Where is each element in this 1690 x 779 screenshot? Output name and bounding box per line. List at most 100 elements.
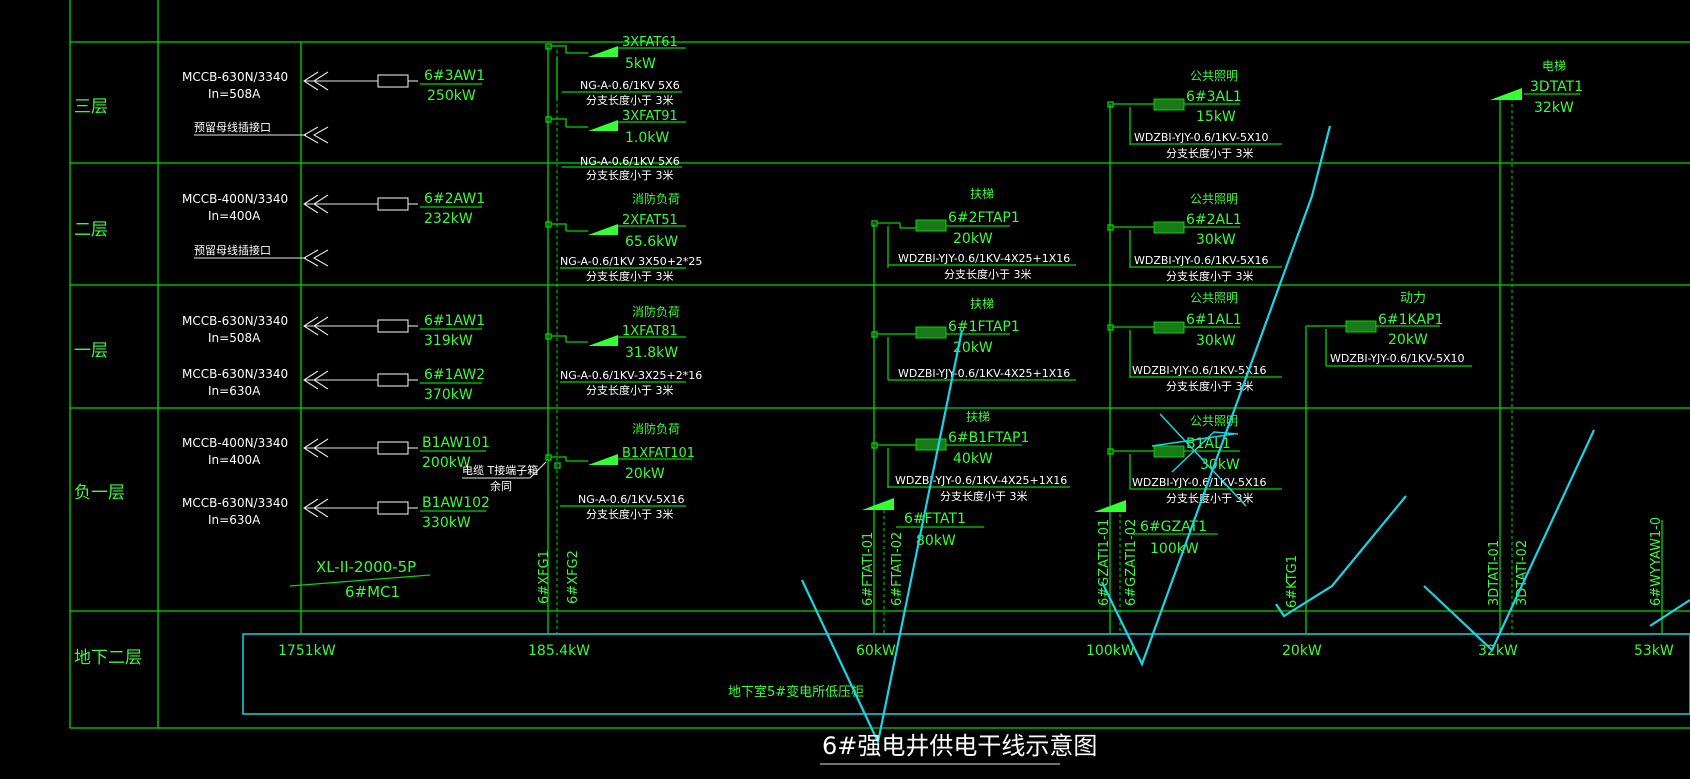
lighting-cable-spec: WDZBI-YJY-0.6/1KV-5X16	[1132, 364, 1266, 377]
lighting-box-power: 30kW	[1196, 333, 1236, 349]
public-lighting-label: 公共照明	[1190, 69, 1238, 83]
fire-box-power: 65.6kW	[625, 234, 678, 250]
escalator-box-name: 6#B1FTAP1	[948, 430, 1029, 446]
power-box-name: 6#1KAP1	[1378, 312, 1443, 328]
substation-cabinet-box	[242, 633, 1690, 715]
branch-length-note: 分支长度小于 3米	[1166, 379, 1254, 393]
distribution-box-symbol	[588, 46, 618, 57]
reserve-busway-label: 预留母线插接口	[194, 120, 271, 134]
fire-cable-spec: NG-A-0.6/1KV 5X6	[580, 155, 680, 168]
breaker-current: In=400A	[208, 209, 261, 223]
last-total-load: 53kW	[1634, 643, 1674, 659]
elevator-total-load: 32kW	[1478, 643, 1518, 659]
escalator-total-load: 60kW	[856, 643, 896, 659]
circuit-breaker-symbol	[1345, 320, 1377, 333]
fire-cable-spec: NG-A-0.6/1KV-5X16	[578, 493, 685, 506]
feeder-power: 319kW	[424, 333, 473, 349]
escalator-riser-1: 6#FTATI-01	[861, 532, 876, 606]
lighting-cable-spec: WDZBI-YJY-0.6/1KV-5X10	[1134, 131, 1268, 144]
breaker-current: In=630A	[208, 384, 261, 398]
feeder-name: 6#3AW1	[424, 68, 485, 84]
fire-total-load: 185.4kW	[528, 643, 590, 659]
feeder-name: 6#1AW2	[424, 367, 485, 383]
floor-labels: 三层 二层 一层 负一层 地下二层	[74, 97, 142, 668]
branch-length-note: 分支长度小于 3米	[586, 507, 674, 521]
fire-box-power: 1.0kW	[625, 130, 669, 146]
fire-box-power: 20kW	[625, 466, 665, 482]
fire-load-label: 消防负荷	[632, 304, 680, 319]
lighting-riser-2: 6#GZATI1-02	[1124, 519, 1139, 606]
escalator-box-power: 40kW	[953, 451, 993, 467]
floor-label-2f: 二层	[74, 220, 108, 240]
lighting-box-power: 30kW	[1200, 457, 1240, 473]
cabinet-id: 6#MC1	[345, 583, 400, 601]
distribution-box-symbol	[862, 498, 894, 510]
escalator-cable-spec: WDZBI-YJY-0.6/1KV-4X25+1X16	[895, 474, 1067, 487]
substation-label: 地下室5#变电所低压柜	[728, 684, 864, 700]
fire-box-power: 31.8kW	[625, 345, 678, 361]
breaker-rating: MCCB-400N/3340	[182, 436, 288, 450]
power-label: 动力	[1400, 291, 1426, 306]
lighting-dist-box-power: 100kW	[1150, 541, 1199, 557]
power-cable-spec: WDZBI-YJY-0.6/1KV-5X10	[1330, 352, 1464, 365]
feeder-power: 330kW	[422, 515, 471, 531]
branch-length-note: 分支长度小于 3米	[944, 267, 1032, 281]
breaker-current: In=630A	[208, 513, 261, 527]
fire-box-name: 3XFAT61	[622, 35, 678, 50]
feeder-name: B1AW102	[422, 495, 490, 511]
power-total-load: 20kW	[1282, 643, 1322, 659]
cable-tap-note-2: 余同	[490, 479, 512, 493]
lighting-box-name: 6#3AL1	[1186, 89, 1242, 105]
feeder-name: 6#1AW1	[424, 313, 485, 329]
floor-grid	[69, 0, 1690, 729]
fire-cable-spec: NG-A-0.6/1KV 5X6	[580, 79, 680, 92]
feeder-name: 6#2AW1	[424, 191, 485, 207]
escalator-box-power: 20kW	[953, 231, 993, 247]
lighting-box-name: 6#1AL1	[1186, 312, 1242, 328]
public-lighting-label: 公共照明	[1190, 414, 1238, 428]
elevator-label: 电梯	[1542, 59, 1566, 73]
fire-cable-spec: NG-A-0.6/1KV-3X25+2*16	[560, 369, 702, 382]
busway-plug-box	[377, 74, 409, 88]
fire-riser-1: 6#XFG1	[537, 550, 552, 604]
lighting-total-load: 100kW	[1086, 643, 1135, 659]
branch-length-note: 分支长度小于 3米	[586, 93, 674, 107]
lighting-cable-spec: WDZBI-YJY-0.6/1KV-5X16	[1132, 476, 1266, 489]
breaker-current: In=508A	[208, 87, 261, 101]
public-lighting-label: 公共照明	[1190, 291, 1238, 305]
lighting-dist-box-name: 6#GZAT1	[1140, 519, 1207, 535]
fire-column: 3XFAT61 5kW NG-A-0.6/1KV 5X6 分支长度小于 3米 3…	[462, 35, 702, 659]
escalator-dist-box-name: 6#FTAT1	[904, 511, 966, 527]
branch-length-note: 分支长度小于 3米	[1166, 491, 1254, 505]
breaker-rating: MCCB-630N/3340	[182, 314, 288, 328]
floor-label-b1: 负一层	[74, 483, 125, 503]
mc1-total-load: 1751kW	[278, 643, 336, 659]
cyan-markup-strokes	[801, 125, 1690, 746]
escalator-riser-2: 6#FTATI-02	[890, 532, 905, 606]
circuit-breaker-symbol	[915, 219, 947, 232]
escalator-cable-spec: WDZBI-YJY-0.6/1KV-4X25+1X16	[898, 252, 1070, 265]
lighting-riser-1: 6#GZATI1-01	[1097, 519, 1112, 606]
elevator-box-power: 32kW	[1534, 100, 1574, 116]
public-lighting-label: 公共照明	[1190, 192, 1238, 206]
lighting-box-power: 30kW	[1196, 232, 1236, 248]
elevator-riser-1: 3DTATI-01	[1487, 540, 1502, 606]
branch-length-note: 分支长度小于 3米	[1166, 269, 1254, 283]
lighting-box-name: 6#2AL1	[1186, 212, 1242, 228]
escalator-box-name: 6#1FTAP1	[948, 319, 1020, 335]
escalator-column: 扶梯 6#2FTAP1 20kW WDZBI-YJY-0.6/1KV-4X25+…	[856, 186, 1076, 659]
lighting-cable-spec: WDZBI-YJY-0.6/1KV-5X16	[1134, 254, 1268, 267]
fire-cable-spec: NG-A-0.6/1KV 3X50+2*25	[560, 255, 702, 268]
feeder-power: 232kW	[424, 211, 473, 227]
breaker-rating: MCCB-400N/3340	[182, 192, 288, 206]
branch-length-note: 分支长度小于 3米	[940, 489, 1028, 503]
distribution-box-symbol	[1490, 88, 1522, 100]
fire-box-name: 1XFAT81	[622, 324, 678, 339]
power-box-power: 20kW	[1388, 332, 1428, 348]
mc1-column: MCCB-630N/3340 In=508A 6#3AW1 250kW 预留母线…	[182, 42, 490, 659]
escalator-dist-box-power: 80kW	[916, 533, 956, 549]
fire-box-power: 5kW	[625, 56, 656, 72]
escalator-box-name: 6#2FTAP1	[948, 210, 1020, 226]
feeder-power: 200kW	[422, 455, 471, 471]
